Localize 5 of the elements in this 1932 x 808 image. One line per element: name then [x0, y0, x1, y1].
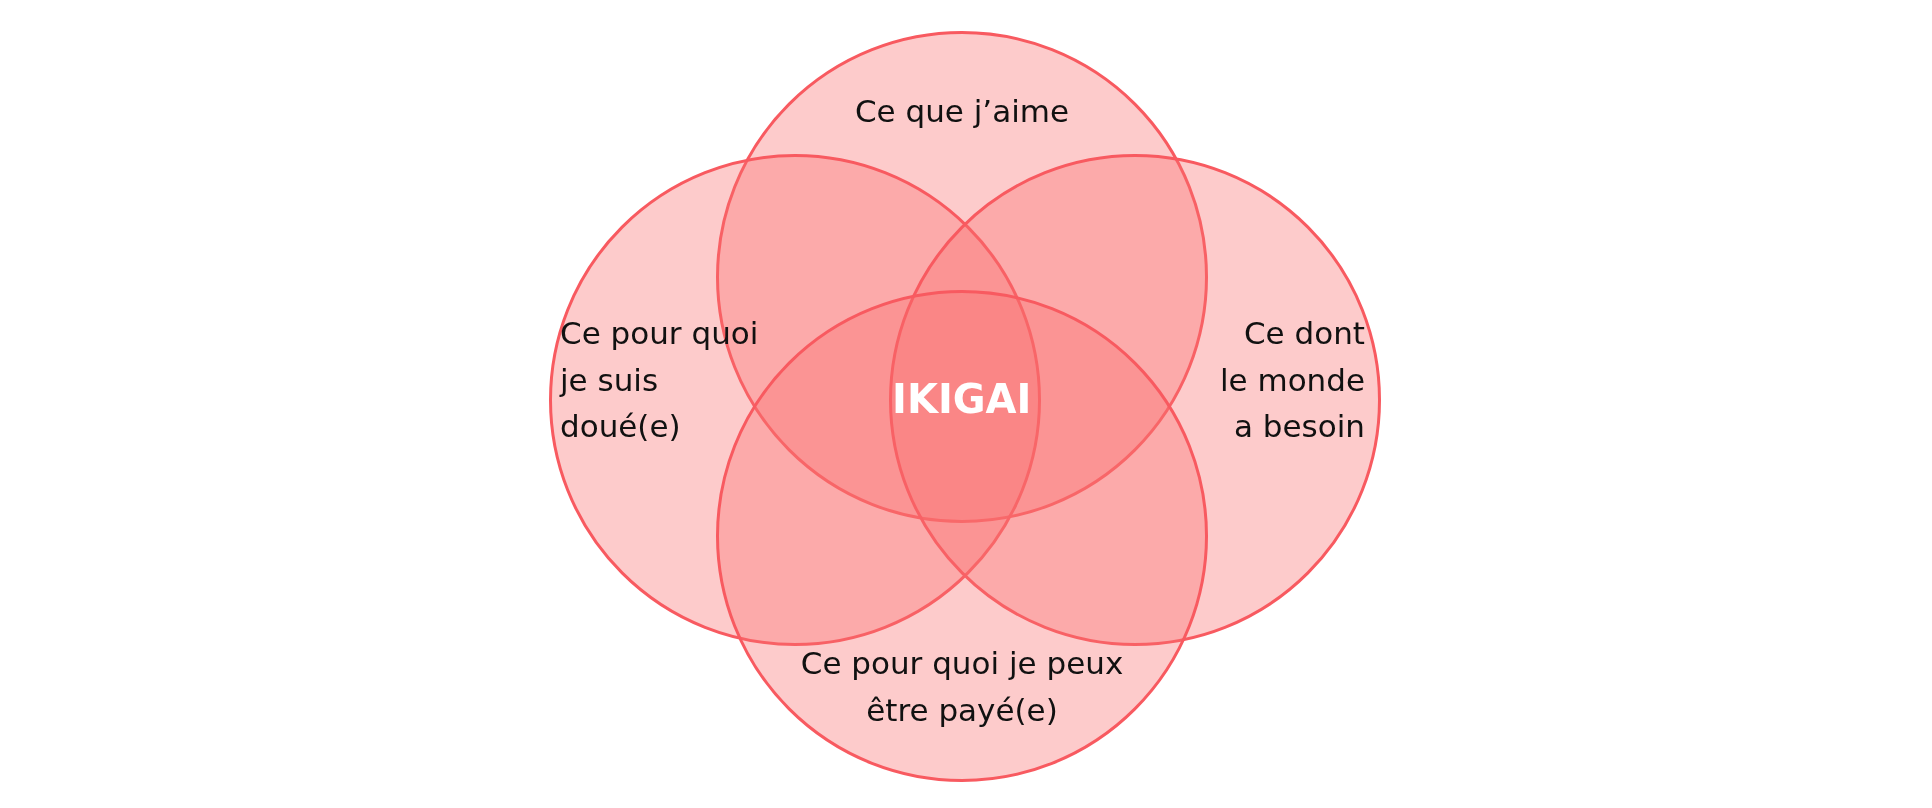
circle-label: Ce que j’aime	[853, 92, 1071, 131]
circle-label: Ce pour quoi je suis doué(e)	[560, 314, 760, 446]
center-label: IKIGAI	[892, 376, 1032, 422]
circle-label: Ce pour quoi je peux être payé(e)	[799, 644, 1125, 730]
circle-label: Ce dont le monde a besoin	[1218, 314, 1365, 446]
